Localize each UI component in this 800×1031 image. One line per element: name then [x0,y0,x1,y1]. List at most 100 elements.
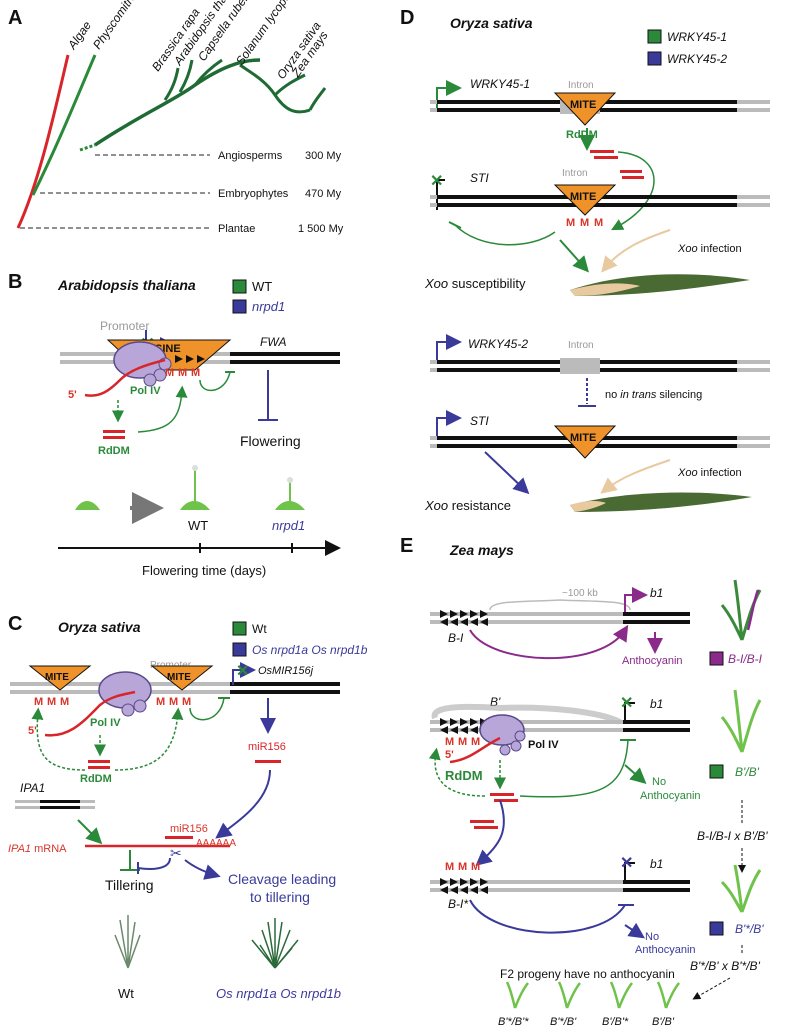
svg-text:b1: b1 [650,586,663,600]
svg-text:B'*/B': B'*/B' [550,1016,577,1028]
panel-c-label: C [8,613,22,635]
rddm-cycle-b: RdDM Flowering [98,370,301,457]
tillering-phenotypes: Wt Os nrpd1a Os nrpd1b [114,915,341,1001]
svg-text:M: M [458,861,467,873]
svg-text:5': 5' [445,749,454,761]
svg-text:B-I*: B-I* [448,897,468,911]
svg-text:MITE: MITE [570,191,596,203]
svg-text:✕: ✕ [620,695,633,712]
svg-text:1 500 My: 1 500 My [298,223,344,235]
svg-text:Xoo infection: Xoo infection [677,467,742,479]
svg-text:IPA1 mRNA: IPA1 mRNA [8,843,67,855]
svg-text:5': 5' [68,389,77,401]
svg-text:RdDM: RdDM [80,773,112,785]
svg-text:WRKY45-1: WRKY45-1 [667,30,727,44]
rddm-cycle-c: RdDM miR156 [31,697,286,839]
svg-text:no in trans silencing: no in trans silencing [605,389,702,401]
b1-locus-BIstar: M M M ✕ b1 B-I* No Anthocyanin B'*/B' [430,799,764,956]
panel-d-label: D [400,7,414,29]
b1-locus-BI: ~100 kb b1 B-I Anthocyanin B-I/B-I [430,579,763,667]
svg-text:Xoo susceptibility: Xoo susceptibility [424,276,526,291]
svg-text:IPA1: IPA1 [20,781,45,795]
panel-b-legend: WT nrpd1 [232,279,285,314]
svg-text:Flowering: Flowering [240,433,301,449]
svg-text:WT: WT [252,279,272,294]
svg-text:B': B' [490,695,501,709]
svg-text:nrpd1: nrpd1 [252,299,285,314]
svg-text:5': 5' [28,725,37,737]
panel-c-title: Oryza sativa [58,619,141,635]
panel-e-label: E [400,535,413,557]
svg-text:M: M [566,217,575,229]
panel-d-title: Oryza sativa [450,15,533,31]
b1-locus-Bprime: B' ✕ b1 M M M 5' Pol IV RdDM No Anthocya… [428,689,762,802]
svg-text:Anthocyanin: Anthocyanin [622,655,683,667]
svg-text:RdDM: RdDM [98,445,130,457]
angiosperm-branch [94,58,261,147]
svg-text:M: M [191,367,200,379]
taxa-labels: Algae Physcomitrella patens Brassica rap… [64,0,330,82]
svg-text:B'*/B': B'*/B' [735,922,764,936]
svg-text:✕: ✕ [236,663,249,680]
svg-text:Intron: Intron [568,340,594,351]
svg-text:✕: ✕ [430,173,443,190]
taxon-label: Physcomitrella patens [90,0,169,52]
svg-text:Flowering time (days): Flowering time (days) [142,563,266,578]
svg-text:Xoo infection: Xoo infection [677,243,742,255]
svg-text:M: M [47,696,56,708]
leaf-resistant [570,492,752,512]
svg-text:Intron: Intron [562,168,588,179]
wrky45-1-locus: WRKY45-1 Intron MITE RdDM [430,77,770,231]
sti-locus-silenced: ✕ STI Intron MITE M M M Xoo infection Xo… [424,168,770,296]
promoter-label: Promoter [100,319,149,333]
svg-text:M: M [471,861,480,873]
svg-text:Anthocyanin: Anthocyanin [635,944,696,956]
svg-text:Intron: Intron [568,80,594,91]
svg-text:STI: STI [470,171,489,185]
mir156-locus: Promoter ✕ OsMIR156j MITE MITE 5' M M M … [10,660,340,737]
ipa1-regulation: IPA1 IPA1 mRNA miR156 AAAAAA ✂ Cleavage … [8,781,336,905]
svg-text:B'*/B' x B'*/B': B'*/B' x B'*/B' [690,959,761,973]
svg-text:OsMIR156j: OsMIR156j [258,665,314,677]
svg-text:MITE: MITE [45,672,69,683]
svg-text:M: M [60,696,69,708]
svg-text:M: M [445,861,454,873]
svg-text:B-I/B-I x B'/B': B-I/B-I x B'/B' [697,829,768,843]
svg-text:Pol IV: Pol IV [90,717,121,729]
svg-text:M: M [471,736,480,748]
svg-text:470 My: 470 My [305,188,342,200]
crossing-scheme: B-I/B-I x B'/B' [697,800,768,873]
sti-locus-active: STI MITE Xoo infection Xoo resistance [424,410,770,513]
phylogenetic-tree [16,54,327,229]
svg-text:300 My: 300 My [305,150,342,162]
panel-e-title: Zea mays [449,542,514,558]
wrky45-2-locus: WRKY45-2 Intron no in trans silencing [430,334,770,407]
svg-text:Tillering: Tillering [105,877,154,893]
svg-text:M: M [156,696,165,708]
svg-text:WRKY45-2: WRKY45-2 [468,337,528,351]
svg-text:WRKY45-2: WRKY45-2 [667,52,727,66]
svg-text:miR156: miR156 [248,741,286,753]
panel-a-label: A [8,7,22,29]
svg-text:Os nrpd1a Os nrpd1b: Os nrpd1a Os nrpd1b [216,986,341,1001]
svg-text:Anthocyanin: Anthocyanin [640,790,701,802]
svg-text:M: M [458,736,467,748]
panel-c-legend: Wt Os nrpd1a Os nrpd1b [232,621,368,657]
svg-text:B'/B': B'/B' [735,765,760,779]
svg-text:AAAAAA: AAAAAA [196,838,236,849]
svg-text:Pol IV: Pol IV [528,739,559,751]
fwa-locus: Promoter FWA ✕ SINE 5' M M M Pol IV [60,319,340,401]
svg-text:Pol IV: Pol IV [130,385,161,397]
svg-text:Plantae: Plantae [218,223,255,235]
moss-branch [31,54,97,196]
svg-text:RdDM: RdDM [445,768,483,783]
panel-b-title: Arabidopsis thaliana [57,277,196,293]
svg-text:MITE: MITE [167,672,191,683]
svg-text:~100 kb: ~100 kb [562,588,598,599]
svg-text:MITE: MITE [570,432,596,444]
taxon-label: Algae [64,18,94,52]
svg-text:Wt: Wt [118,986,134,1001]
svg-text:M: M [34,696,43,708]
timescale: Angiosperms 300 My Embryophytes 470 My P… [20,150,344,235]
